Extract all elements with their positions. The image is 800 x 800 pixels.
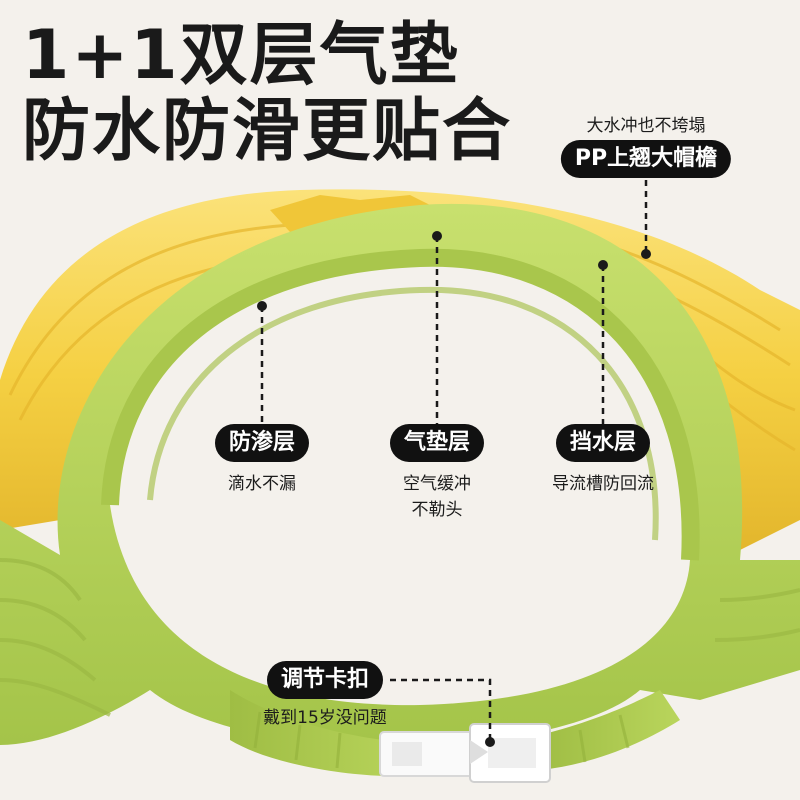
- green-brim: [0, 203, 800, 747]
- layer-label-water-block: 挡水层: [555, 424, 651, 462]
- layer-label-anti-seep: 防渗层: [214, 424, 310, 462]
- buckle-clip: [379, 723, 551, 783]
- buckle-desc: 戴到15岁没问题: [263, 708, 387, 728]
- callout-dots: [257, 231, 651, 747]
- layer-desc-water-block: 导流槽防回流: [552, 474, 654, 494]
- headline-line-2: 防水防滑更贴合: [22, 92, 513, 171]
- layer-desc-air-cushion-2: 不勒头: [411, 500, 463, 520]
- adjustable-strap: [230, 690, 680, 777]
- buckle-label-pill: 调节卡扣: [266, 661, 384, 699]
- layer-desc-air-cushion-1: 空气缓冲: [403, 474, 471, 494]
- callout-leaders: [260, 180, 648, 742]
- brim-label-pill: PP上翘大帽檐: [560, 140, 732, 178]
- headline-line-1: 1+1双层气垫: [22, 16, 460, 95]
- brim-subtitle: 大水冲也不垮塌: [586, 116, 706, 136]
- layer-desc-anti-seep: 滴水不漏: [228, 474, 296, 494]
- layer-label-air-cushion: 气垫层: [389, 424, 485, 462]
